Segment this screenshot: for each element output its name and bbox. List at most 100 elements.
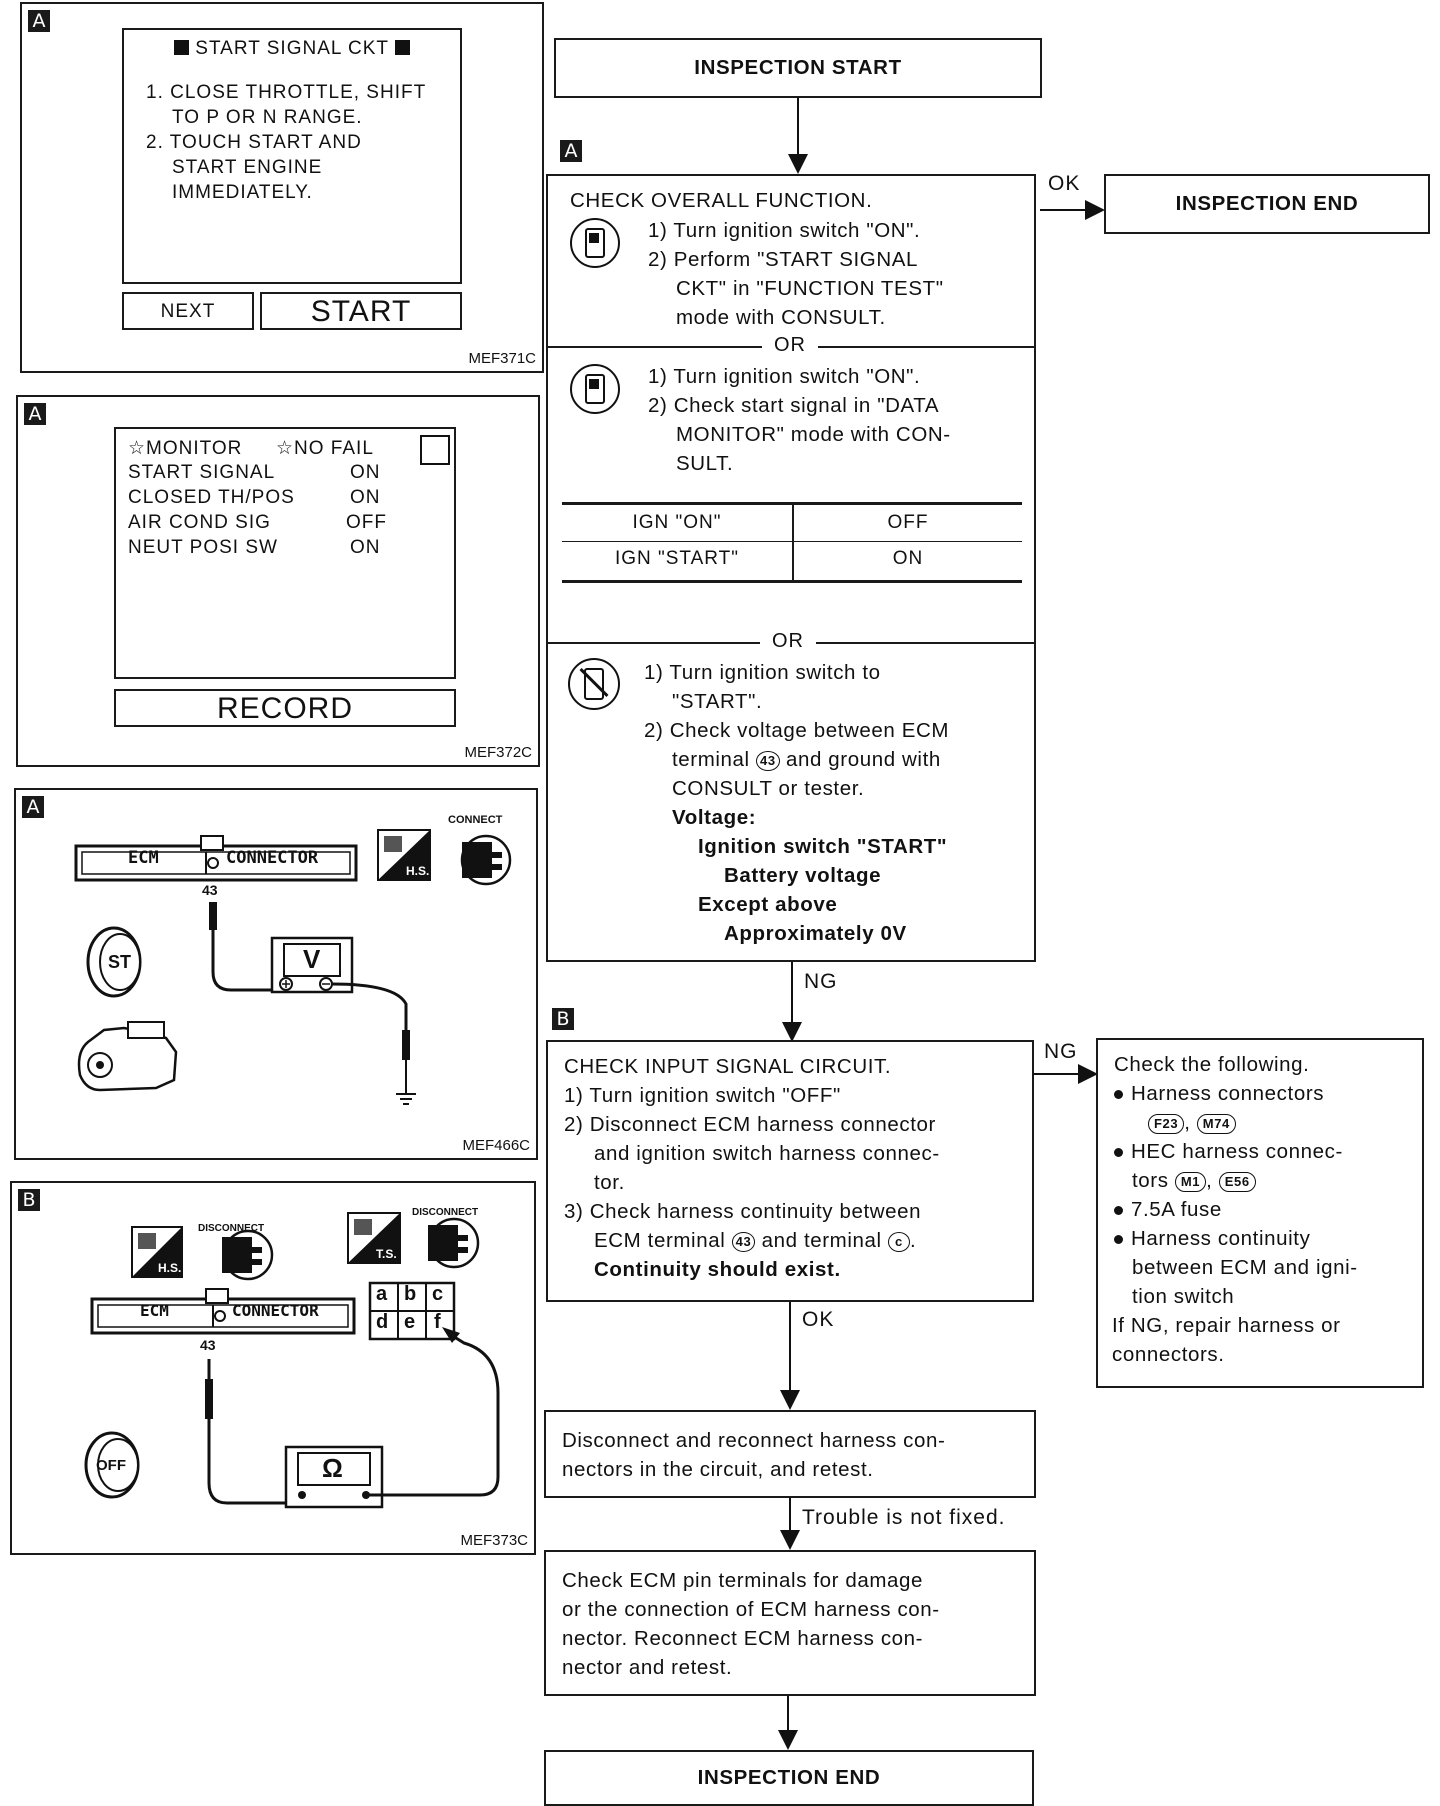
bullet-icon xyxy=(1114,1148,1123,1158)
voltage-label: Voltage: xyxy=(672,806,757,829)
method-line: SULT. xyxy=(676,452,734,475)
voltage-value: Battery voltage xyxy=(724,864,882,887)
consult-icon xyxy=(570,364,620,414)
step-line: nectors in the circuit, and retest. xyxy=(562,1458,874,1481)
tester-icon xyxy=(568,658,620,710)
check-note: If NG, repair harness or xyxy=(1112,1314,1341,1337)
method-line: 1) Turn ignition switch "ON". xyxy=(648,219,921,242)
method-line: terminal 43 and ground with xyxy=(672,748,941,771)
step-line: or the connection of ECM harness con- xyxy=(562,1598,940,1621)
check-item: HEC harness connec- xyxy=(1114,1137,1343,1166)
figure-code: MEF466C xyxy=(462,1137,530,1154)
ng-label: NG xyxy=(804,970,838,993)
table-border xyxy=(562,502,1022,505)
check-the-following: Check the following. Harness connectors … xyxy=(1096,1038,1424,1388)
figure-tag: A xyxy=(24,403,46,425)
step-line: ECM terminal 43 and terminal c. xyxy=(594,1229,917,1252)
step-tag-a: A xyxy=(560,140,582,162)
terminal-badge: 43 xyxy=(756,750,780,771)
next-button[interactable]: NEXT xyxy=(122,292,254,330)
voltage-condition: Except above xyxy=(698,893,838,916)
meter-label: Ω xyxy=(322,1453,343,1483)
connector-badge: M74 xyxy=(1196,1113,1236,1134)
or-label: OR xyxy=(760,630,816,653)
monitor-item-name: START SIGNAL xyxy=(128,462,276,483)
meter-label: V xyxy=(303,944,321,974)
check-item: Harness connectors xyxy=(1114,1079,1324,1108)
figure-tag: B xyxy=(18,1189,40,1211)
step-line: Disconnect and reconnect harness con- xyxy=(562,1429,946,1452)
check-item: F23, M74 xyxy=(1148,1108,1236,1137)
monitor-item-value: ON xyxy=(350,537,381,558)
record-button[interactable]: RECORD xyxy=(114,689,456,727)
method-line: 2) Perform "START SIGNAL xyxy=(648,248,919,271)
step-line: and ignition switch harness connec- xyxy=(594,1142,940,1165)
consult-screen: START SIGNAL CKT 1. CLOSE THROTTLE, SHIF… xyxy=(122,28,462,284)
consult-icon xyxy=(570,218,620,268)
connector-badge: M1 xyxy=(1174,1171,1207,1192)
figure-code: MEF371C xyxy=(468,350,536,367)
or-label: OR xyxy=(762,334,818,357)
monitor-screen: ☆MONITOR ☆NO FAIL START SIGNAL ON CLOSED… xyxy=(114,427,456,679)
disconnect-label: DISCONNECT xyxy=(412,1207,479,1218)
screen-title: START SIGNAL CKT xyxy=(124,38,460,60)
ecm-label: ECM xyxy=(128,848,159,868)
pin-label: d xyxy=(376,1311,389,1333)
disconnect-label: DISCONNECT xyxy=(198,1223,265,1234)
hs-label: H.S. xyxy=(406,864,430,878)
ts-label: T.S. xyxy=(376,1247,397,1261)
figure-tag: A xyxy=(22,796,44,818)
bullet-icon xyxy=(1114,1090,1123,1100)
key-icon: ST xyxy=(108,952,132,972)
check-item: between ECM and igni- xyxy=(1132,1256,1358,1279)
step-result: Continuity should exist. xyxy=(594,1258,841,1281)
step-line: Check ECM pin terminals for damage xyxy=(562,1569,924,1592)
ng-label: NG xyxy=(1044,1040,1078,1063)
method-line: 1) Turn ignition switch to xyxy=(644,661,881,684)
ok-label: OK xyxy=(1048,172,1081,195)
monitor-item-name: CLOSED TH/POS xyxy=(128,487,295,508)
ok-label: OK xyxy=(802,1308,835,1331)
connector-label: CONNECTOR xyxy=(226,848,319,868)
table-border xyxy=(562,580,1022,583)
step-line: nector and retest. xyxy=(562,1656,733,1679)
method-line: CKT" in "FUNCTION TEST" xyxy=(676,277,944,300)
check-item: 7.5A fuse xyxy=(1114,1195,1222,1224)
voltage-condition: Ignition switch "START" xyxy=(698,835,948,858)
step-heading: Check the following. xyxy=(1114,1053,1310,1076)
continuity-check-drawing xyxy=(84,1212,500,1509)
figure-data-monitor-screen: A ☆MONITOR ☆NO FAIL START SIGNAL ON CLOS… xyxy=(16,395,540,767)
figure-tag: A xyxy=(28,10,50,32)
reconnect-connectors: Disconnect and reconnect harness con- ne… xyxy=(544,1410,1036,1498)
pin-label: f xyxy=(434,1311,441,1333)
voltage-check-drawing xyxy=(74,829,512,1105)
check-note: connectors. xyxy=(1112,1343,1225,1366)
method-line: 2) Check start signal in "DATA xyxy=(648,394,940,417)
step-heading: CHECK INPUT SIGNAL CIRCUIT. xyxy=(564,1055,892,1078)
method-line: MONITOR" mode with CON- xyxy=(676,423,951,446)
step-line: nector. Reconnect ECM harness con- xyxy=(562,1627,924,1650)
figure-voltage-check: A xyxy=(14,788,538,1160)
check-overall-function: CHECK OVERALL FUNCTION. 1) Turn ignition… xyxy=(546,174,1036,962)
pin-label: e xyxy=(404,1311,416,1333)
step-heading: CHECK OVERALL FUNCTION. xyxy=(570,189,873,212)
step-line: 3) Check harness continuity between xyxy=(564,1200,922,1223)
ecm-label: ECM xyxy=(140,1301,169,1320)
terminal-badge: c xyxy=(887,1231,910,1252)
check-item: tors M1, E56 xyxy=(1132,1166,1256,1195)
figure-start-signal-screen: A START SIGNAL CKT 1. CLOSE THROTTLE, SH… xyxy=(20,2,544,373)
pin-label: b xyxy=(404,1283,417,1305)
check-input-signal-circuit: CHECK INPUT SIGNAL CIRCUIT. 1) Turn igni… xyxy=(546,1040,1034,1302)
no-fail-checkbox[interactable] xyxy=(420,435,450,465)
step-line: tor. xyxy=(594,1171,625,1194)
step-line: 1) Turn ignition switch "OFF" xyxy=(564,1084,841,1107)
hs-label: H.S. xyxy=(158,1261,182,1275)
instruction-line: START ENGINE xyxy=(172,157,323,178)
monitor-item-value: OFF xyxy=(346,512,387,533)
voltage-value: Approximately 0V xyxy=(724,922,907,945)
start-button[interactable]: START xyxy=(260,292,462,330)
terminal-number: 43 xyxy=(200,1337,216,1353)
method-line: mode with CONSULT. xyxy=(676,306,886,329)
table-border xyxy=(792,504,794,580)
monitor-header-right: ☆NO FAIL xyxy=(276,438,374,459)
